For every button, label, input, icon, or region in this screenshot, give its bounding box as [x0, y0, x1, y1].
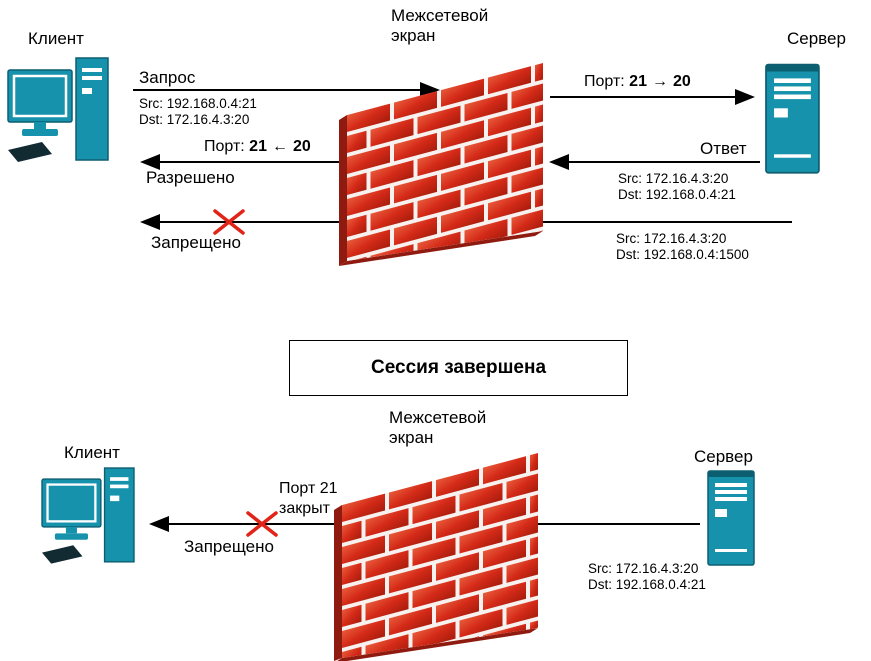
server-icon-bottom	[707, 470, 755, 566]
server-icon-top	[765, 63, 820, 174]
bottom-dst: Dst: 192.168.0.4:21	[588, 577, 706, 592]
denied-label-bottom: Запрещено	[184, 537, 274, 556]
blocked-src: Src: 172.16.4.3:20	[616, 231, 727, 246]
firewall-label-top: Межсетевой экран	[391, 6, 489, 45]
port-prefix: Порт:	[204, 138, 245, 155]
client-computer-icon-top	[6, 56, 110, 164]
port-to: 20	[672, 73, 691, 90]
request-src: Src: 192.168.0.4:21	[139, 96, 257, 111]
client-label-bottom: Клиент	[64, 443, 120, 462]
server-label-bottom: Сервер	[694, 447, 753, 466]
port-to: 20	[292, 138, 311, 155]
blocked-dst: Dst: 192.168.0.4:1500	[616, 247, 749, 262]
server-label-top: Сервер	[787, 29, 846, 48]
port-from: 21	[249, 138, 267, 155]
port-closed-line1: Порт 21	[279, 480, 338, 497]
arrow-left-icon: ←	[271, 138, 288, 155]
port-prefix: Порт:	[584, 73, 625, 90]
port-translation-label-right: Порт: 21→20	[584, 72, 691, 92]
blocked-x-icon	[213, 209, 245, 235]
port-translation-label-left: Порт: 21←20	[204, 137, 311, 157]
firewall-wall-bottom	[334, 453, 538, 661]
denied-label-top: Запрещено	[151, 233, 241, 252]
allowed-label: Разрешено	[146, 168, 235, 187]
request-label: Запрос	[139, 68, 196, 87]
client-label-top: Клиент	[28, 29, 84, 48]
arrow-right-icon: →	[651, 73, 668, 90]
port-closed-line2: закрыт	[279, 500, 330, 517]
port-from: 21	[629, 73, 647, 90]
blocked-x-icon	[246, 511, 278, 537]
response-src: Src: 172.16.4.3:20	[618, 171, 729, 186]
request-dst: Dst: 172.16.4.3:20	[139, 112, 250, 127]
firewall-label-bottom: Межсетевой экран	[389, 408, 487, 447]
response-dst: Dst: 192.168.0.4:21	[618, 187, 736, 202]
session-ended-box: Сессия завершена	[289, 340, 628, 396]
client-computer-icon-bottom	[40, 466, 136, 565]
session-ended-label: Сессия завершена	[370, 357, 547, 378]
port-closed-label: Порт 21 закрыт	[279, 479, 338, 519]
firewall-wall-top	[339, 63, 543, 266]
bottom-src: Src: 172.16.4.3:20	[588, 561, 699, 576]
response-label: Ответ	[700, 139, 747, 158]
